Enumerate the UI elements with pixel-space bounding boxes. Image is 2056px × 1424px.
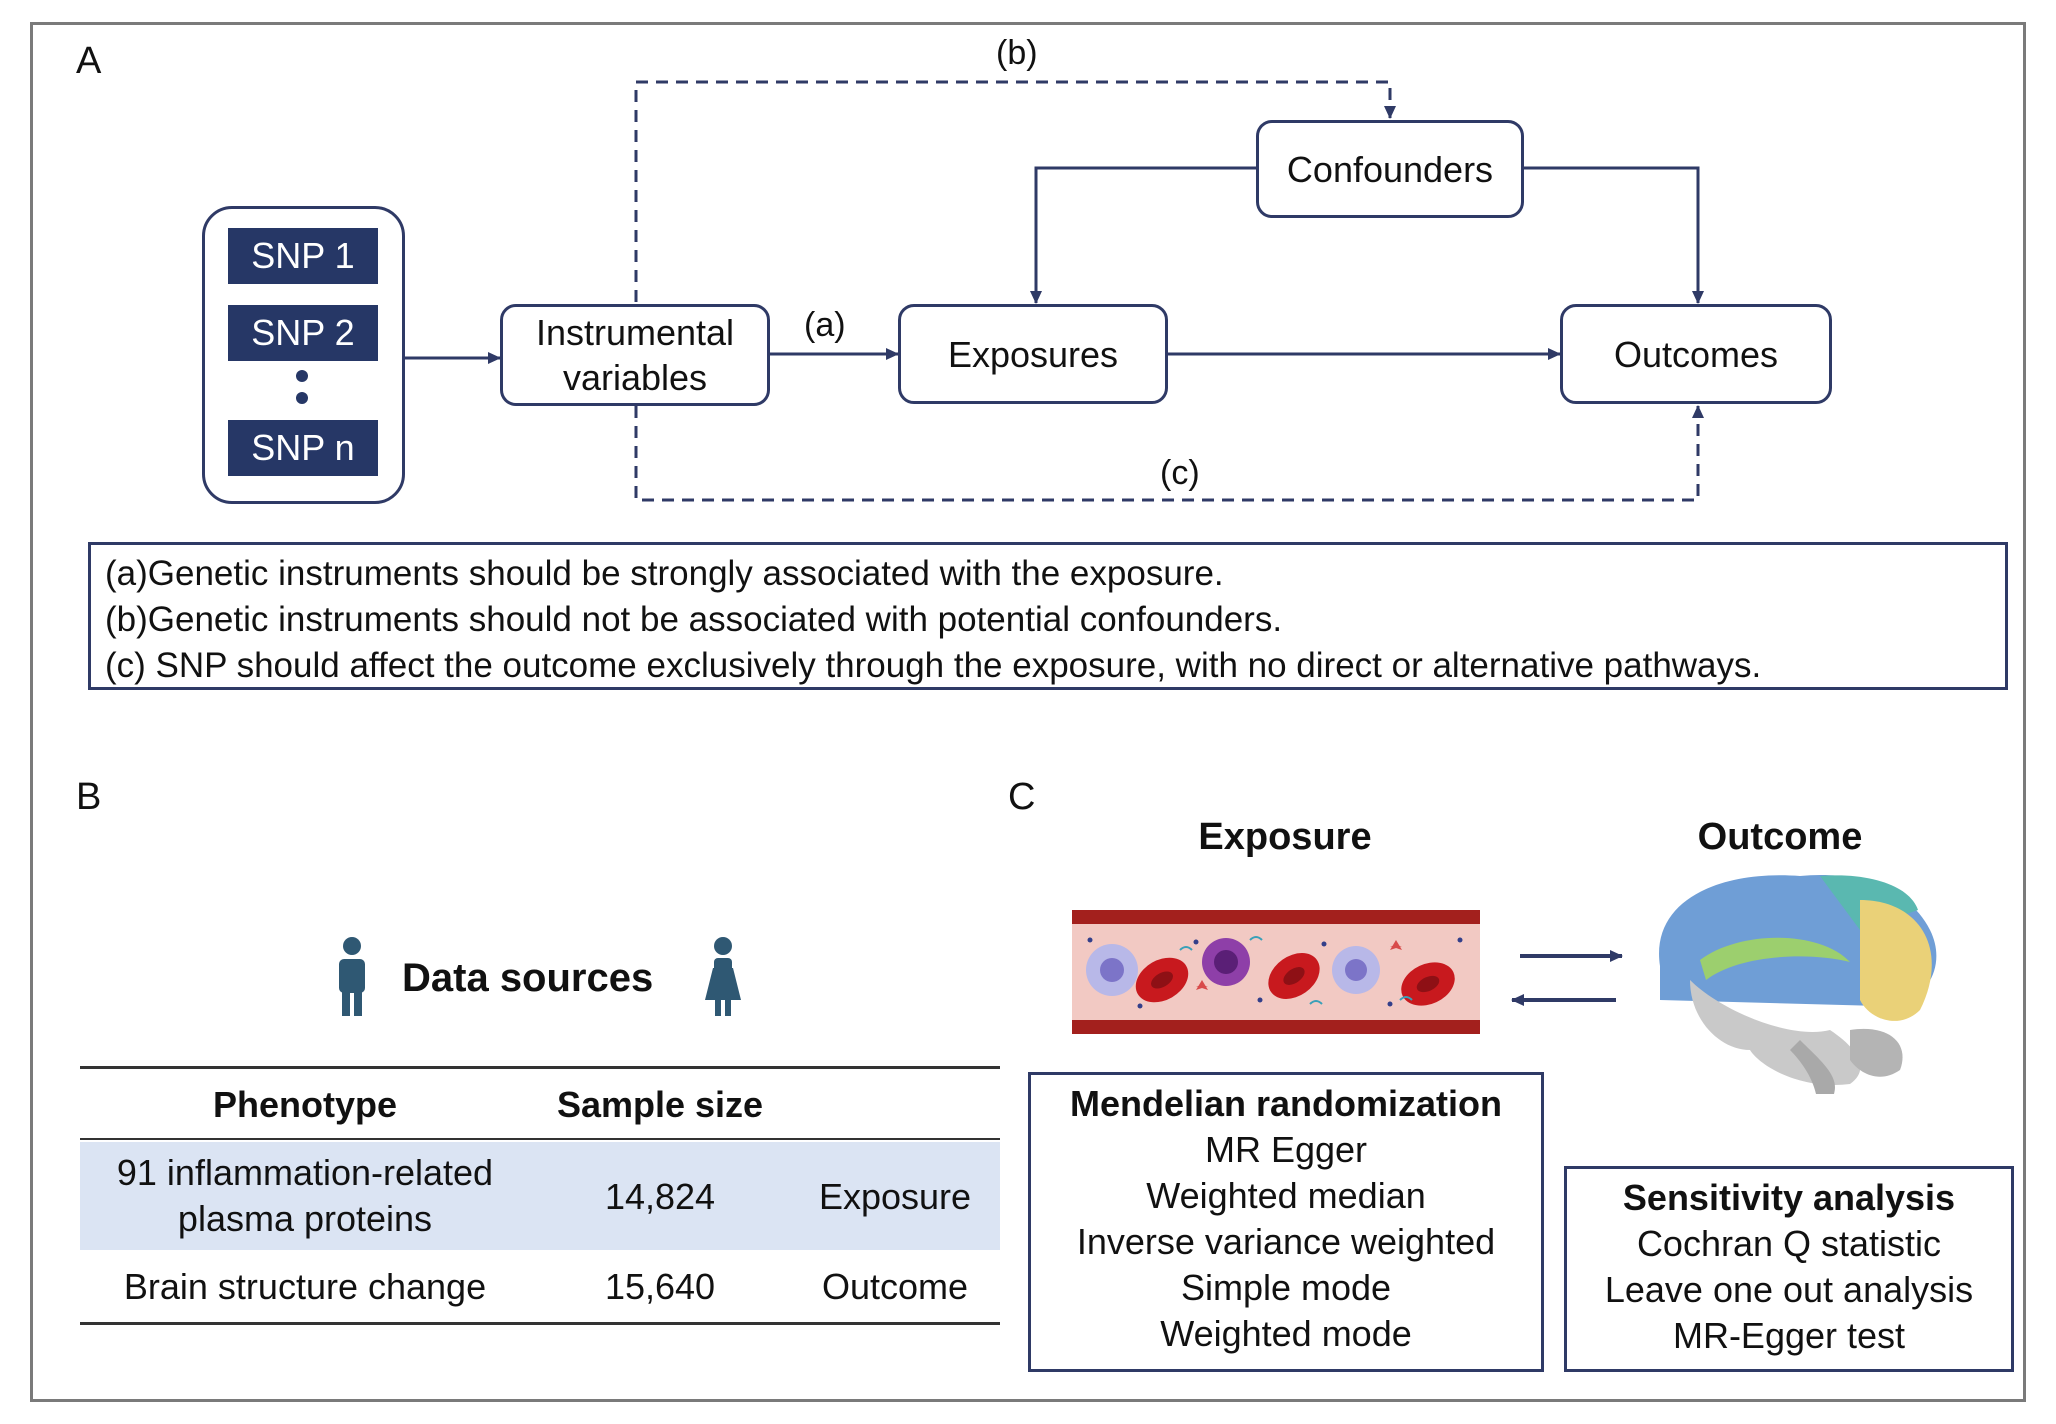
row-1-size: 14,824 (604, 1176, 716, 1217)
row-2-phenotype: Brain structure change (123, 1266, 487, 1307)
header-phenotype: Phenotype (212, 1084, 398, 1125)
mr-method-3: Inverse variance weighted (1076, 1221, 1496, 1262)
row-1-phenotype-line-2: plasma proteins (177, 1198, 433, 1239)
row-2-role: Outcome (821, 1266, 969, 1307)
ellipsis-dot-2 (296, 392, 308, 404)
male-person-icon (339, 937, 365, 1016)
sens-method-3: MR-Egger test (1672, 1315, 1906, 1356)
arrow-confounders-to-outcomes (1524, 166, 1704, 304)
panel-letter-c: C (1008, 776, 1036, 818)
mr-title: Mendelian randomization (1069, 1083, 1503, 1124)
instrumental-variables-box: Instrumental variables (500, 304, 770, 406)
outcomes-box: Outcomes (1560, 304, 1832, 404)
criteria-box: (a)Genetic instruments should be strongl… (88, 542, 2008, 690)
sens-method-1: Cochran Q statistic (1636, 1223, 1942, 1264)
mr-method-1: MR Egger (1204, 1129, 1368, 1170)
exposures-box: Exposures (898, 304, 1168, 404)
header-sample-size: Sample size (556, 1084, 764, 1125)
snp-2-label: SNP 2 (228, 305, 378, 361)
table-header-rule (80, 1138, 1000, 1140)
figure-frame (30, 22, 2026, 1402)
data-sources-title: Data sources (402, 956, 654, 1000)
table-top-rule (80, 1066, 1000, 1069)
sensitivity-title: Sensitivity analysis (1622, 1177, 1956, 1218)
iv-line-1: Instrumental (535, 312, 735, 353)
panel-letter-b: B (76, 776, 102, 818)
table-bottom-rule (80, 1322, 1000, 1325)
female-person-icon (705, 937, 741, 1016)
row-2-size: 15,640 (604, 1266, 716, 1307)
row-1-role: Exposure (818, 1176, 972, 1217)
dashed-path-b (634, 80, 1396, 302)
iv-line-2: variables (562, 357, 708, 398)
sensitivity-box: Sensitivity analysis Cochran Q statistic… (1564, 1166, 2014, 1372)
label-c: (c) (1160, 454, 1200, 492)
panel-letter-a: A (76, 40, 102, 82)
ellipsis-dot-1 (296, 370, 308, 382)
snp-n-label: SNP n (228, 420, 378, 476)
outcome-title: Outcome (1697, 816, 1863, 858)
dashed-path-c (634, 405, 1704, 502)
arrow-confounders-to-exposures (1030, 166, 1256, 304)
snp-1-label: SNP 1 (228, 228, 378, 284)
label-b: (b) (996, 34, 1038, 72)
mr-methods-box: Mendelian randomization MR Egger Weighte… (1028, 1072, 1544, 1372)
exposure-title: Exposure (1198, 816, 1372, 858)
mr-method-5: Weighted mode (1160, 1313, 1412, 1354)
row-exposure-highlight (80, 1142, 1000, 1250)
label-a: (a) (804, 306, 846, 344)
brain-icon (1659, 874, 1937, 1094)
sens-method-2: Leave one out analysis (1604, 1269, 1974, 1310)
row-1-phenotype: 91 inflammation-related plasma proteins (80, 1150, 530, 1242)
mr-method-4: Simple mode (1180, 1267, 1392, 1308)
criterion-c: (c) SNP should affect the outcome exclus… (105, 646, 1762, 685)
row-1-phenotype-line-1: 91 inflammation-related (116, 1152, 494, 1193)
mr-method-2: Weighted median (1146, 1175, 1426, 1216)
confounders-box: Confounders (1256, 120, 1524, 218)
blood-vessel-icon (1072, 910, 1480, 1034)
criterion-a: (a)Genetic instruments should be strongl… (105, 554, 1224, 593)
criterion-b: (b)Genetic instruments should not be ass… (105, 600, 1283, 639)
